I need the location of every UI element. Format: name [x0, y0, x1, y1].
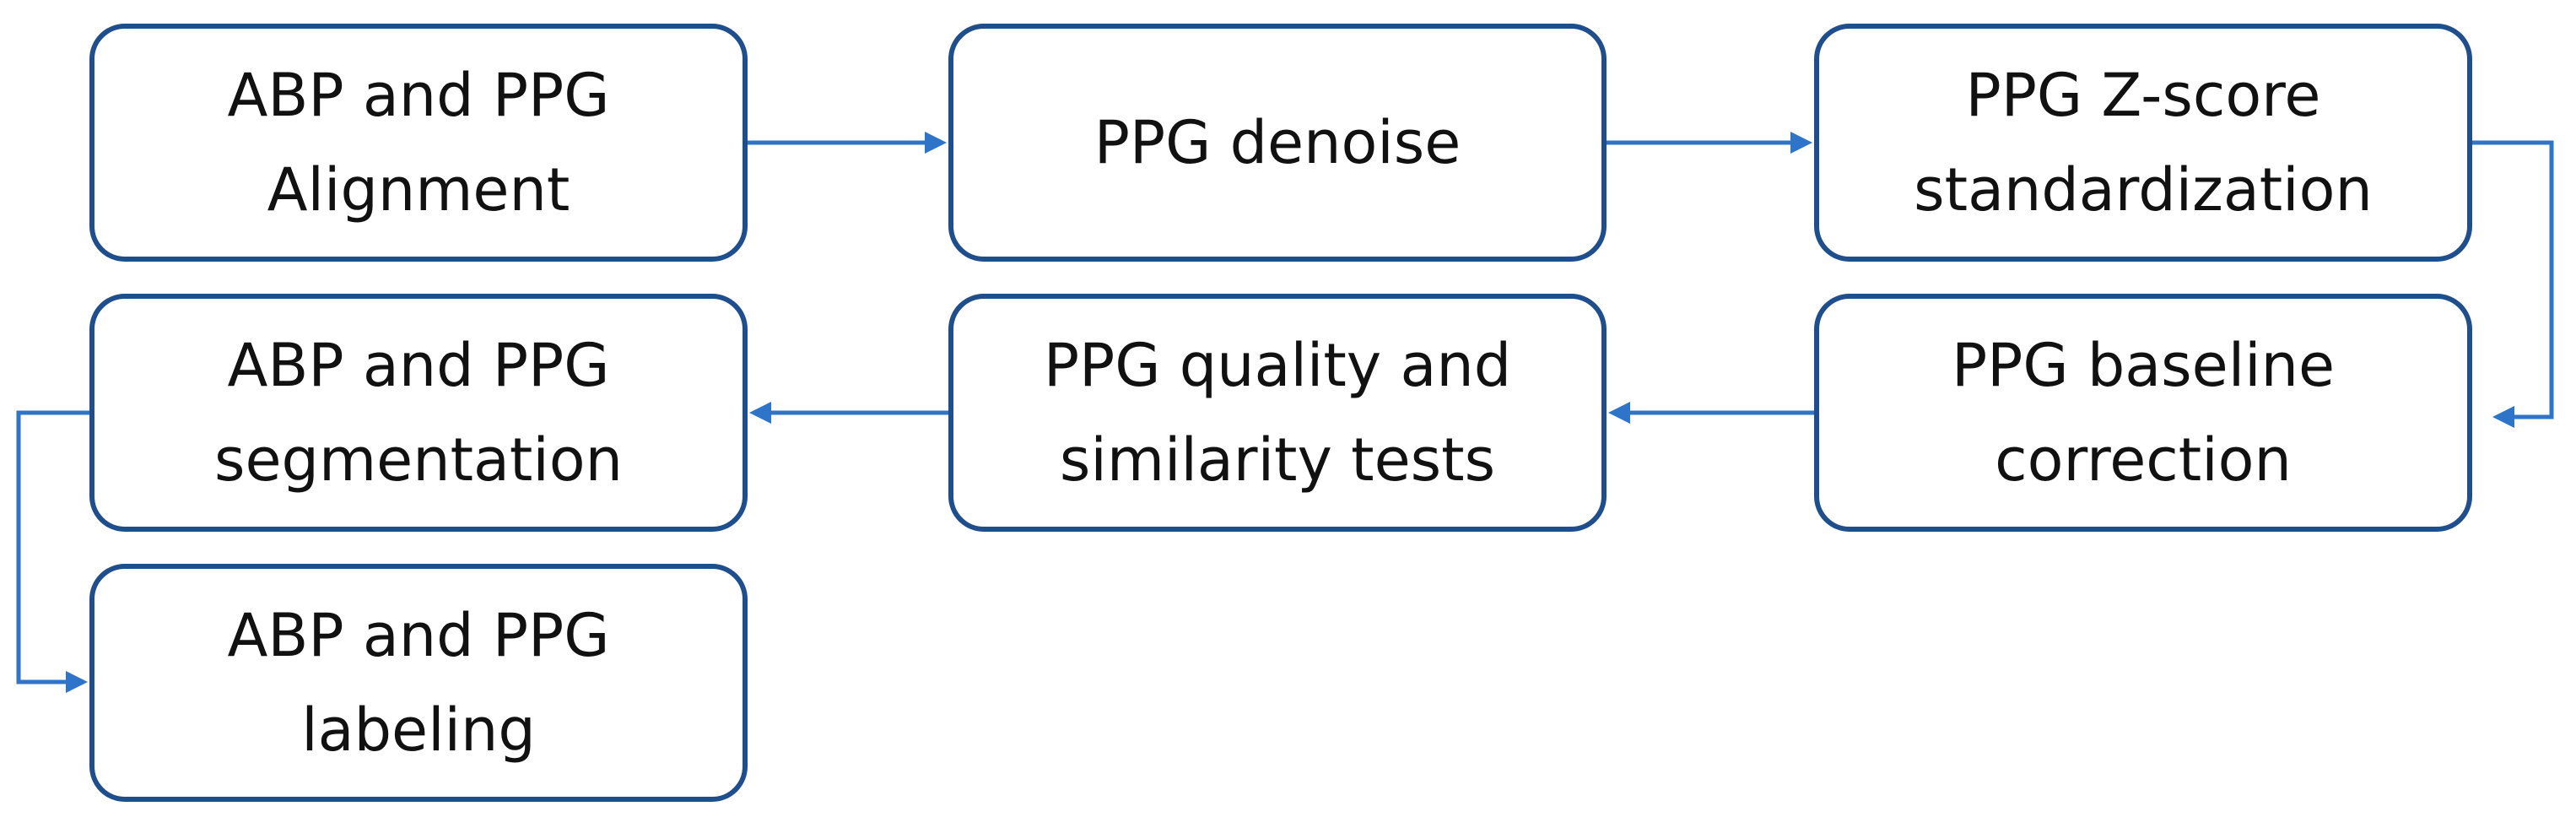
node-ppg-quality-similarity-tests: PPG quality and similarity tests [948, 294, 1607, 532]
node-abp-ppg-labeling: ABP and PPG labeling [89, 564, 748, 802]
node-abp-ppg-segmentation: ABP and PPG segmentation [89, 294, 748, 532]
node-label: ABP and PPG segmentation [213, 331, 624, 495]
node-ppg-baseline-correction: PPG baseline correction [1814, 294, 2472, 532]
node-ppg-zscore-standardization: PPG Z-score standardization [1814, 24, 2472, 262]
node-label: ABP and PPG labeling [227, 601, 610, 765]
edge-quality-to-segmentation [749, 402, 948, 424]
edge-baseline-to-quality [1608, 402, 1814, 424]
edge-segmentation-to-labeling [16, 410, 89, 693]
node-abp-ppg-alignment: ABP and PPG Alignment [89, 24, 748, 262]
node-label: ABP and PPG Alignment [227, 61, 610, 225]
node-label: PPG denoise [1094, 108, 1461, 177]
edge-alignment-to-denoise [748, 132, 947, 154]
edge-zscore-to-baseline [2472, 140, 2554, 428]
node-ppg-denoise: PPG denoise [948, 24, 1607, 262]
node-label: PPG quality and similarity tests [1043, 331, 1512, 495]
edge-denoise-to-zscore [1607, 132, 1812, 154]
node-label: PPG baseline correction [1951, 331, 2336, 495]
node-label: PPG Z-score standardization [1914, 61, 2373, 225]
